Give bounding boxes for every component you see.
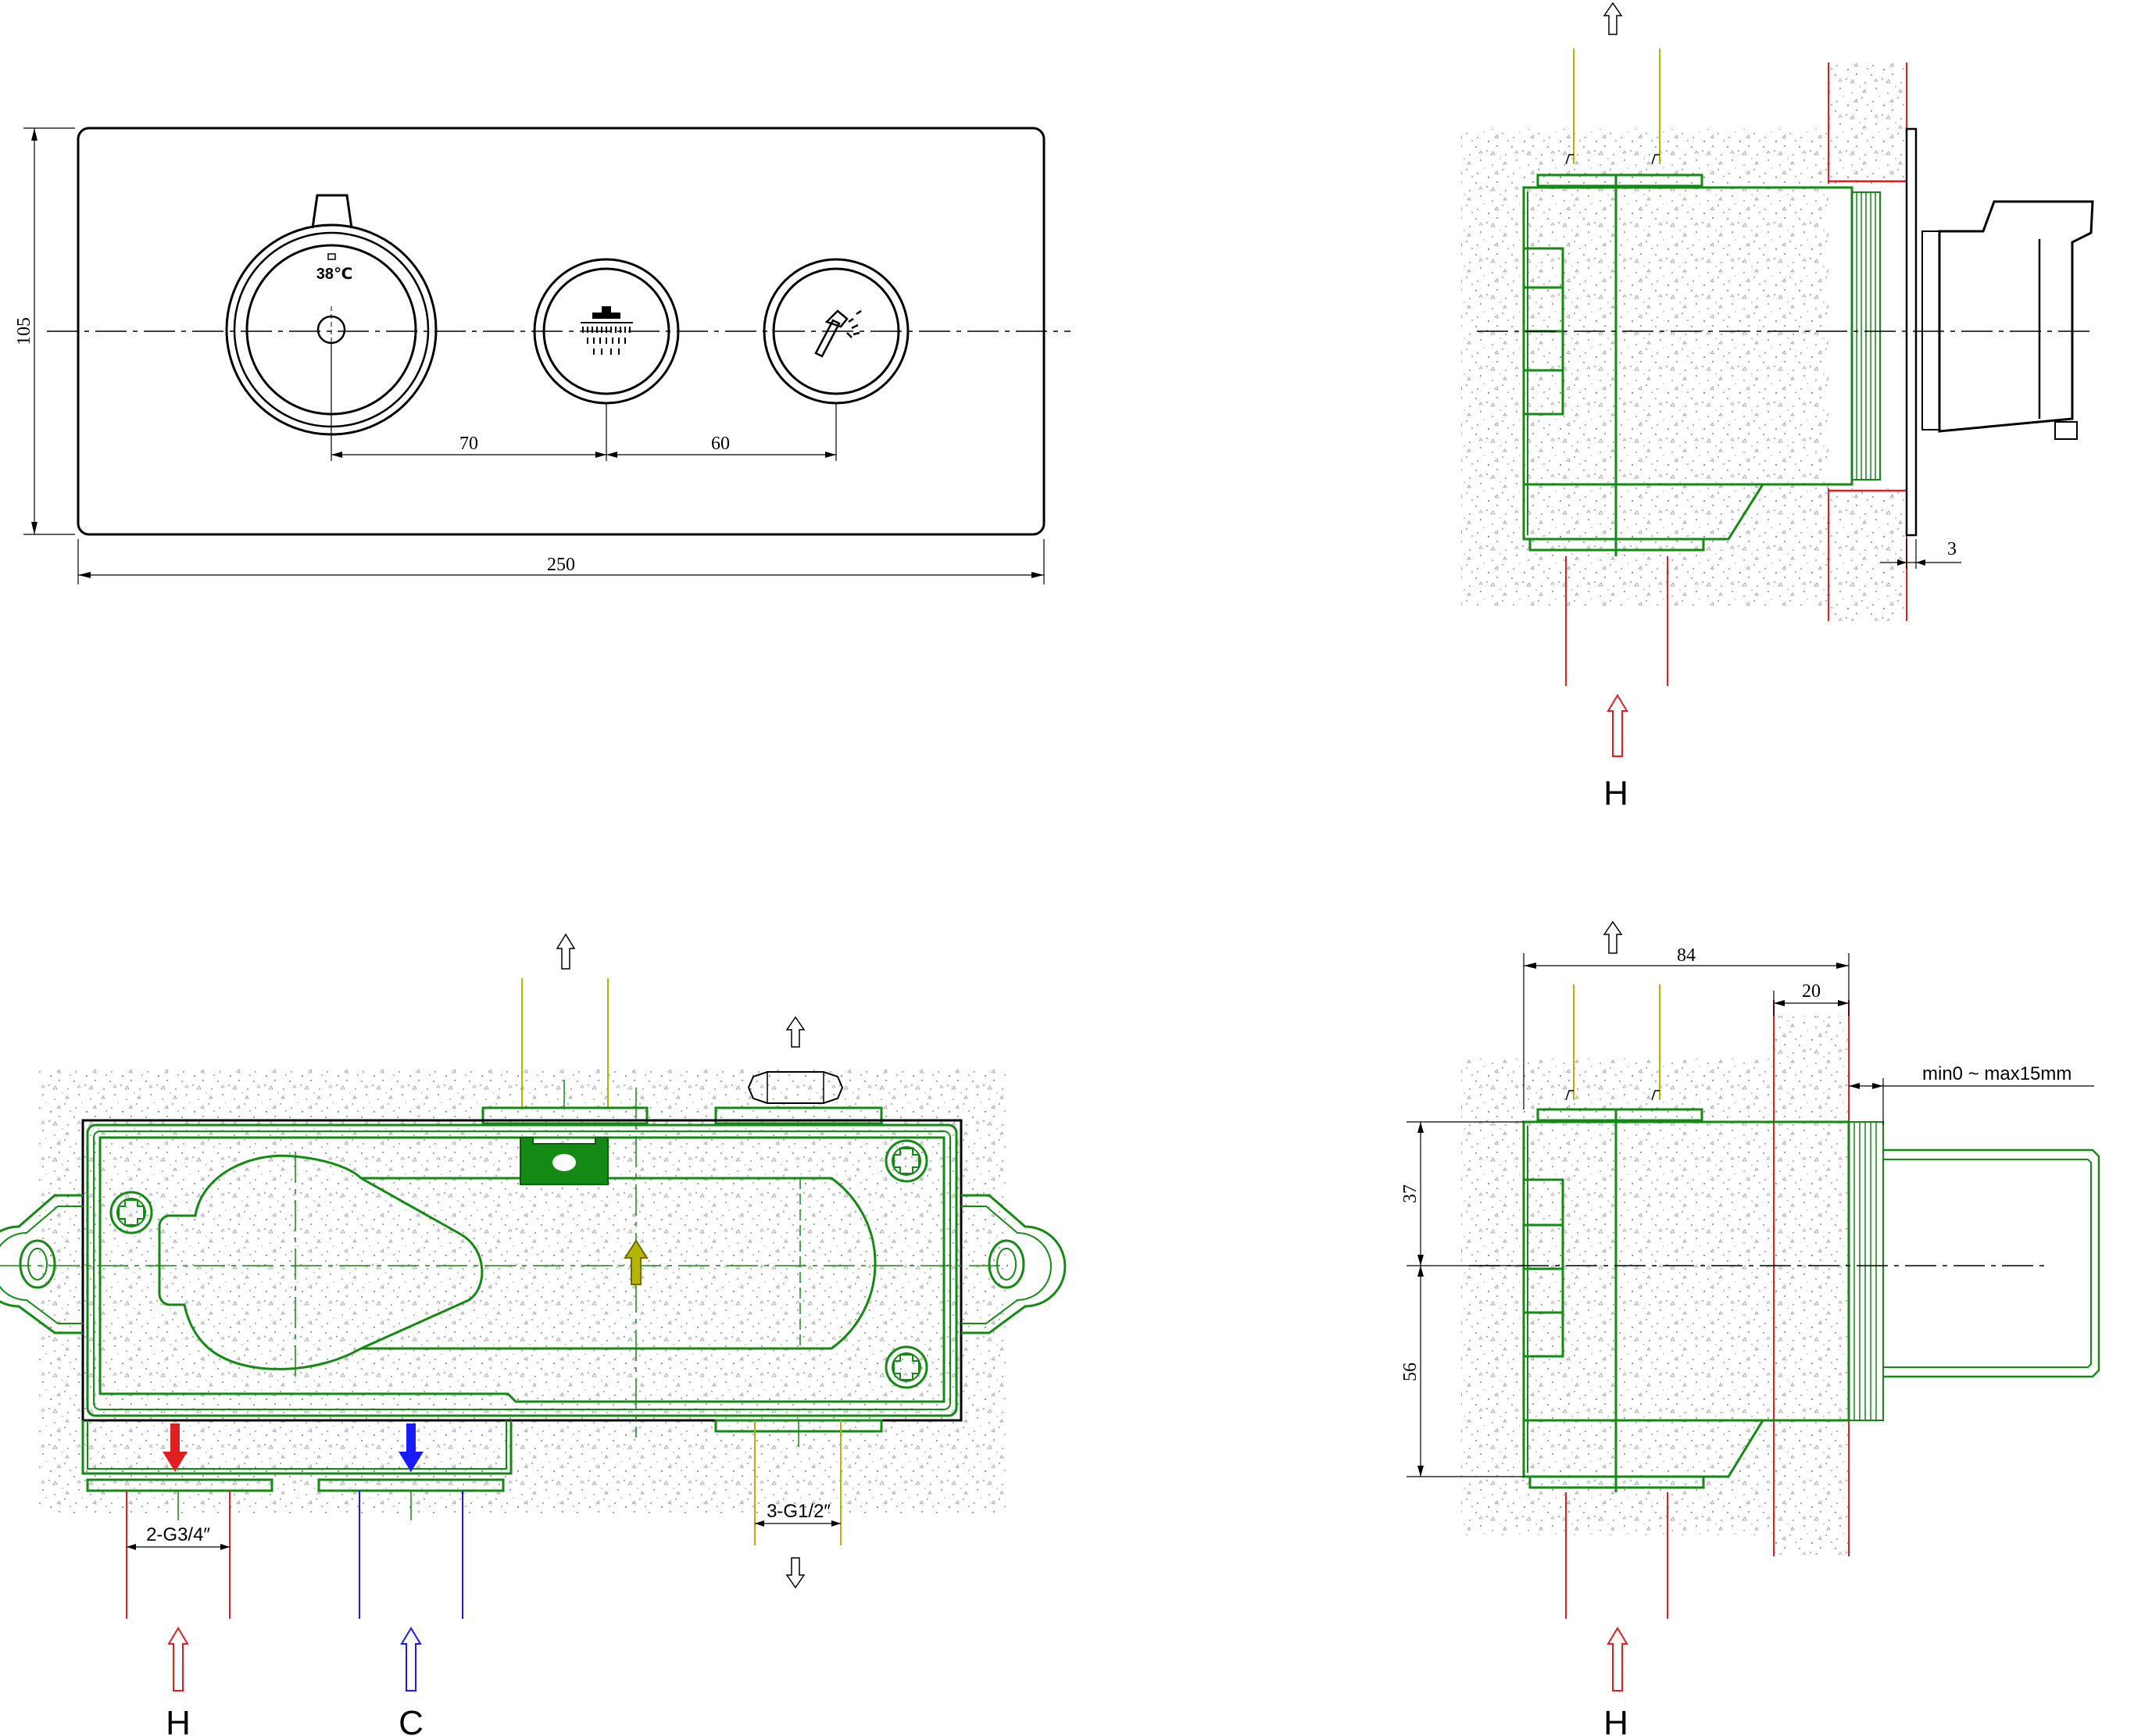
valve-housing (81, 1119, 963, 1422)
plan-concrete (39, 1069, 1008, 1514)
front-view: 38℃ (14, 127, 1071, 584)
dim-width: 250 (547, 555, 575, 575)
hot-inlet-arrow (167, 1627, 189, 1691)
valve-body (1522, 173, 1853, 556)
dim-height: 105 (14, 317, 34, 345)
cold-label: C (399, 1704, 424, 1736)
hot-inlet-arrow (1607, 1627, 1628, 1691)
dim-gap: 3 (1880, 539, 1961, 569)
spindle (1883, 1148, 2100, 1378)
dim-outlet-thread: 3-G1/2″ (755, 1501, 841, 1527)
dim-gap-value: 3 (1947, 539, 1957, 559)
flow-arrow (624, 1239, 649, 1285)
dim-plate-height: 105 (14, 127, 75, 535)
dim-knob-spacing: 70 60 (331, 434, 836, 458)
dim-vertical: 37 56 (1400, 1121, 1524, 1477)
hand-shower-icon (814, 309, 862, 358)
threaded-cartridge (1851, 191, 1881, 480)
outlet-arrow (1603, 920, 1623, 954)
threaded-cartridge (1848, 1121, 1884, 1421)
wall-concrete (1461, 129, 1828, 605)
adjust-range-label: min0 ~ max15mm (1922, 1063, 2071, 1084)
hot-inlet-label: H (1603, 1704, 1628, 1736)
dim-spacing-right: 60 (711, 434, 730, 454)
outlet-thread-label: 3-G1/2″ (767, 1501, 831, 1522)
overhead-shower-icon (581, 306, 633, 355)
outlet-arrow (1603, 2, 1623, 35)
screw-icon (885, 1345, 928, 1389)
screw-icon (109, 1191, 153, 1234)
dim-upper-value: 37 (1400, 1184, 1421, 1203)
side-view-dimensions: 84 20 (1400, 920, 2100, 1736)
dim-depth-value: 84 (1677, 945, 1696, 966)
temperature-label: 38℃ (316, 266, 352, 283)
hot-inlet-arrow (1607, 694, 1628, 757)
dim-depth: 84 (1523, 945, 1850, 1109)
cold-inlet-arrow (400, 1627, 422, 1691)
dim-adjust-range: min0 ~ max15mm (1849, 1063, 2094, 1125)
dim-lower-value: 56 (1400, 1363, 1421, 1381)
tile-layer (1774, 1016, 1849, 1555)
dim-plate-width: 250 (77, 539, 1045, 584)
handle-side (1905, 127, 2094, 537)
plan-view: 2-G3/4″ 3-G1/2″ H C (0, 933, 1067, 1736)
outlet-nut (747, 1071, 844, 1104)
tile-layer (1828, 63, 1907, 184)
outlet-bracket (520, 1137, 609, 1185)
outlet-arrow-down (785, 1557, 806, 1589)
outlet-arrow-right (785, 1016, 806, 1048)
outlet-arrow-top (556, 933, 576, 970)
hot-label: H (166, 1704, 191, 1736)
mounting-ear-left (0, 1194, 83, 1334)
inlet-thread-label: 2-G3/4″ (146, 1524, 210, 1545)
dim-spacing-left: 70 (459, 434, 478, 454)
dim-plate: 20 (1773, 981, 1849, 1016)
hot-flow-arrow (163, 1423, 188, 1472)
dim-inlet-thread: 2-G3/4″ (127, 1524, 230, 1550)
screw-icon (885, 1139, 928, 1183)
wall-concrete (1461, 1059, 1774, 1535)
cold-flow-arrow (399, 1423, 424, 1472)
mounting-ear-right (961, 1194, 1067, 1334)
dim-plate-value: 20 (1802, 981, 1821, 1002)
mixing-chamber (158, 1154, 877, 1370)
hot-inlet-label: H (1603, 774, 1628, 813)
side-view-installed: 3 H (1461, 2, 2094, 813)
